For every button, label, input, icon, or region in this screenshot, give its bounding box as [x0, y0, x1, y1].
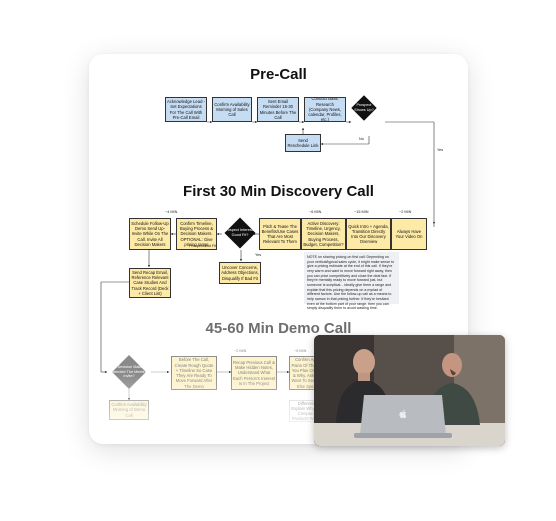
time-label-1: ~4 MIN [165, 210, 178, 214]
time-label-6: ~5 MIN [294, 349, 307, 353]
section-title-discovery: First 30 Min Discovery Call [183, 183, 374, 200]
discovery-step-schedule: Schedule Follow-Up Demo Send Up-Invite W… [129, 218, 171, 250]
discovery-step-objections: Uncover Concerns, Address Objections, Di… [219, 262, 261, 284]
precall-step-research: Conduct Basic Research (Company News, ca… [304, 97, 346, 122]
precall-step-confirm: Confirm Availability Morning of Sales Ca… [212, 97, 252, 122]
discovery-step-timeline: Confirm Timeline, Buying Process & Decis… [176, 218, 217, 250]
section-title-precall: Pre-Call [250, 66, 307, 83]
time-label-2: ~6 MIN [309, 210, 322, 214]
video-scene [314, 335, 505, 446]
pricing-note: NOTE on sharing pricing on first call: D… [304, 252, 399, 310]
precall-step-reschedule: Send Reschedule Link [285, 134, 321, 152]
label-no-show: No [359, 137, 364, 141]
precall-step-reminder: Sent Email Reminder 15-30 Minutes Before… [257, 97, 299, 122]
discovery-step-recap: Send Recap Email, Reference Relevant Cas… [129, 268, 171, 298]
time-label-3: ~15 MIN [354, 210, 369, 214]
label-yes-show: Yes [437, 148, 444, 152]
precall-step-acknowledge: Acknowledge Lead - Set Expectations For … [165, 97, 207, 122]
apple-logo-icon [399, 409, 407, 419]
discovery-step-intro: Quick Intro + Agenda, Transition Directl… [346, 218, 391, 250]
label-not-fit: Prospect Not Fit [189, 244, 217, 248]
discovery-decision-label: Prospect Interest + Good Fit? [224, 228, 256, 237]
time-label-5: ~2 MIN [234, 349, 247, 353]
flowchart-card: Pre-Call Acknowledge Lead - Set Expectat… [89, 54, 468, 444]
label-fit-yes: Yes [255, 253, 262, 257]
time-label-4: ~2 MIN [399, 210, 412, 214]
discovery-step-pitch: Pitch & Tease The Benefits/Use Cases Tha… [259, 218, 301, 250]
precall-connectors [207, 120, 436, 225]
section-title-demo: 45-60 Min Demo Call [205, 320, 352, 337]
discovery-step-active: Active Discovery: Timeline, Urgency, Dec… [301, 218, 346, 250]
discovery-step-video: Always Have Your Video On [391, 218, 427, 250]
presenter-video[interactable] [314, 335, 505, 446]
precall-decision-label: Prospect Shows Up? [354, 103, 374, 112]
